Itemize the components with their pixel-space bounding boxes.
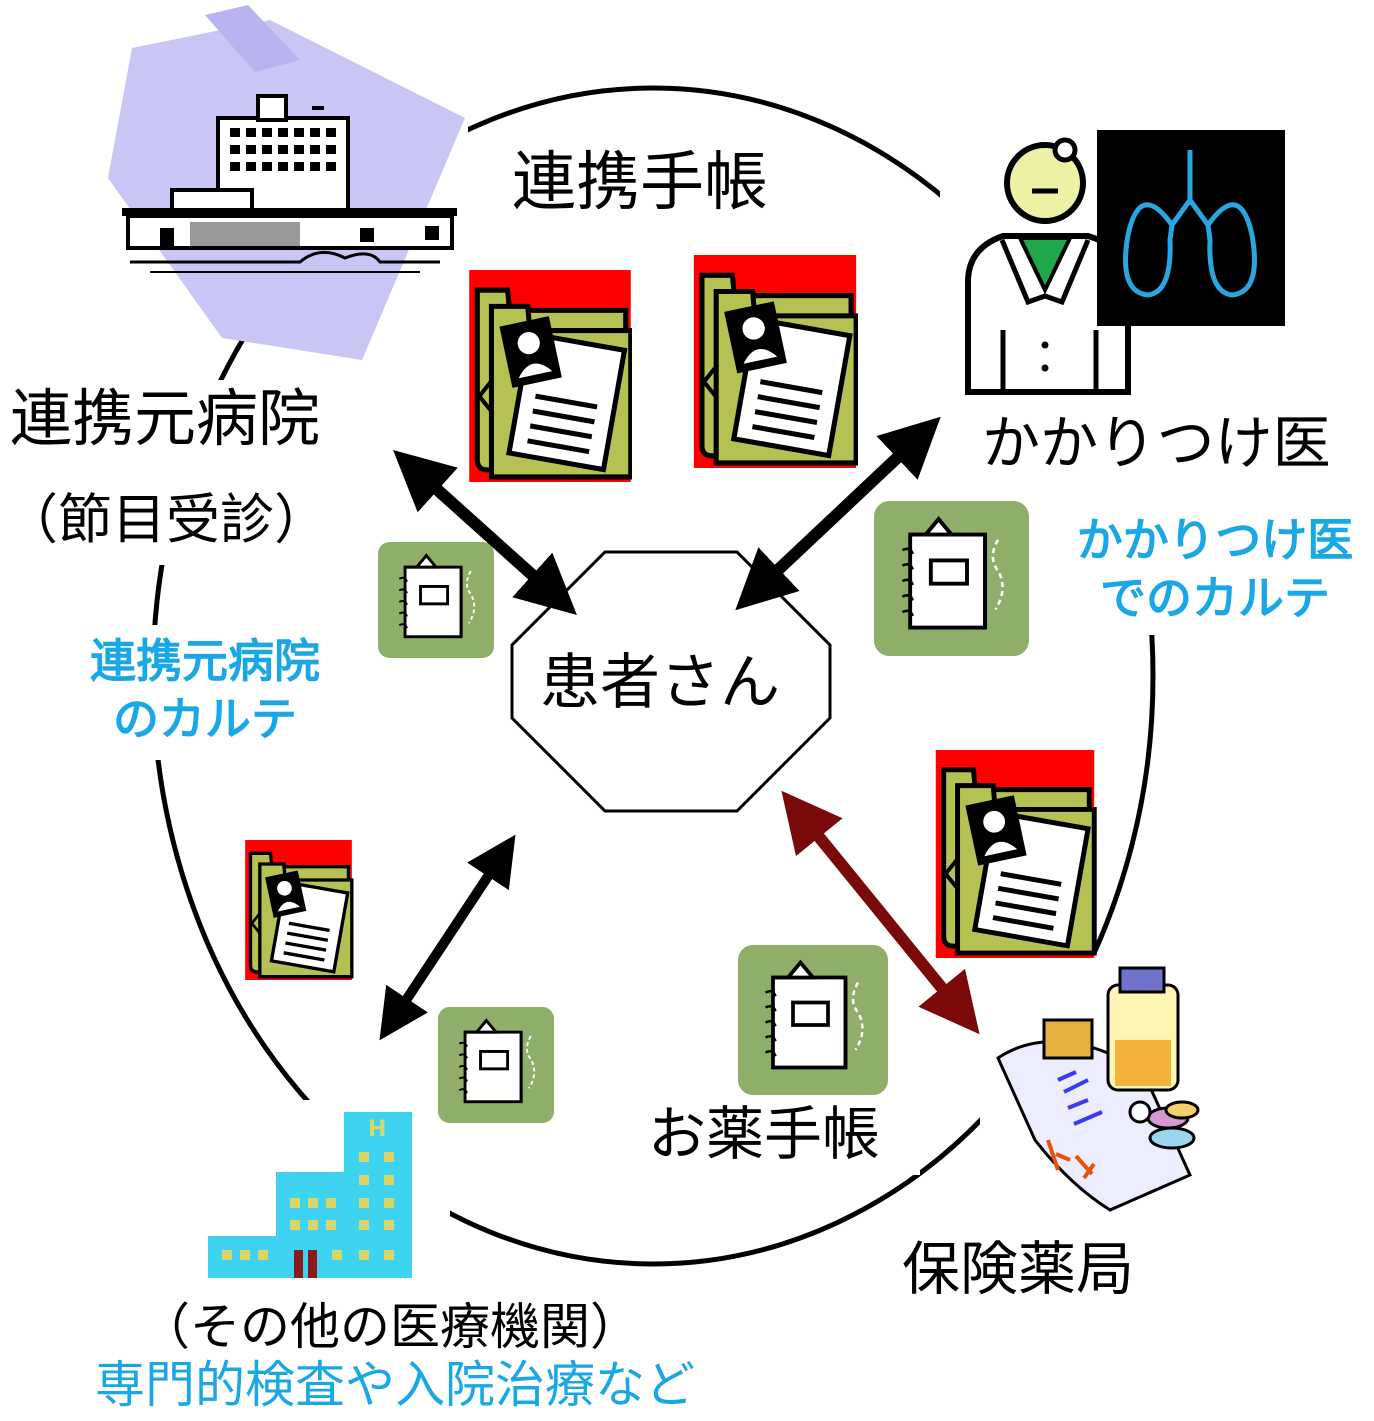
kakaritsuke-karte-label: かかりつけ医 でのカルテ: [1060, 512, 1370, 627]
arrow-clinic-patient: [379, 834, 516, 1041]
specialist-exam-label: 専門的検査や入院治療など: [95, 1356, 695, 1414]
okusuri-techo-label: お薬手帳: [648, 1100, 881, 1168]
svg-text:H: H: [368, 1117, 386, 1142]
notebook-icon: [874, 501, 1029, 656]
medical-folder-icon: [694, 255, 856, 468]
medical-folder-icon: [243, 840, 354, 980]
hospital-building-icon: [108, 5, 465, 360]
pharmacy-medicine-icon: [996, 966, 1200, 1212]
notebook-icon: [738, 945, 888, 1095]
clinic-building-icon: H: [208, 1112, 412, 1278]
renkeimoto-karte-line2: のカルテ: [113, 691, 297, 746]
arrow-pharmacy-patient: [781, 790, 980, 1035]
kakaritsuke-label: かかりつけ医: [982, 409, 1331, 477]
notebook-icon: [378, 540, 494, 660]
other-institutions-label: （その他の医療機関）: [140, 1298, 640, 1356]
arrow-doctor-patient: [735, 416, 941, 611]
kakaritsuke-karte-line2: でのカルテ: [1100, 570, 1330, 625]
patient-label: 患者さん: [540, 648, 780, 718]
setsume-jushin-label: （節目受診）: [4, 488, 328, 551]
renkei-techo-label: 連携手帳: [512, 146, 768, 220]
renkeimoto-karte-label: 連携元病院 のカルテ: [60, 633, 350, 748]
notebook-icon: [438, 1005, 554, 1125]
kakaritsuke-karte-line1: かかりつけ医: [1076, 513, 1354, 567]
medical-folder-icon: [469, 270, 631, 482]
arrow-hospital-patient: [393, 449, 577, 616]
renkeimoto-karte-line1: 連携元病院: [90, 634, 320, 688]
pharmacy-label: 保険薬局: [902, 1235, 1135, 1303]
renkeimoto-hospital-label: 連携元病院: [10, 382, 321, 455]
xray-lungs-icon: [1097, 130, 1285, 326]
medical-folder-icon: [936, 750, 1094, 958]
